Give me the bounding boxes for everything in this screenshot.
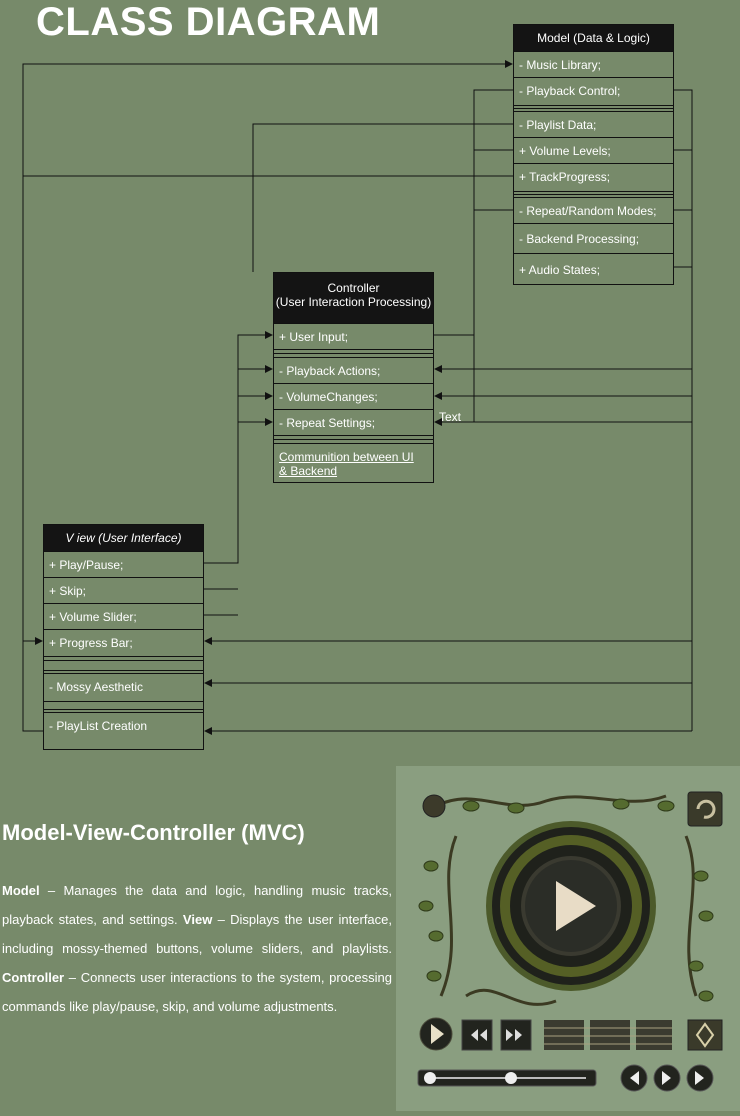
controller-row: - Playback Actions; <box>274 357 433 383</box>
model-term: Model <box>2 883 40 898</box>
controller-note-line1: Communition between UI <box>279 450 414 464</box>
model-description: – Manages the data and logic, handling m… <box>2 883 392 927</box>
separator <box>514 105 673 106</box>
fast-forward-icon <box>506 1029 522 1041</box>
separator <box>274 435 433 436</box>
play-icon <box>556 881 596 931</box>
view-row: + Progress Bar; <box>44 629 203 655</box>
next-icon <box>662 1071 671 1085</box>
model-row: + Audio States; <box>514 253 673 285</box>
controller-note-line2: & Backend <box>279 464 338 478</box>
player-artwork <box>417 791 723 1092</box>
view-term: View <box>182 912 213 927</box>
controller-note: Communition between UI & Backend <box>279 450 414 478</box>
separator <box>44 660 203 661</box>
controller-class: Controller (User Interaction Processing)… <box>273 272 434 483</box>
model-class-header: Model (Data & Logic) <box>514 25 673 51</box>
separator <box>274 349 433 350</box>
model-row: - Playlist Data; <box>514 111 673 137</box>
separator <box>44 670 203 671</box>
mvc-description: Model – Manages the data and logic, hand… <box>2 876 392 1021</box>
view-row: - Mossy Aesthetic <box>44 673 203 699</box>
separator <box>44 656 203 657</box>
separator <box>274 439 433 440</box>
mossy-player-illustration <box>396 766 740 1111</box>
moss-emblem-icon <box>422 794 446 818</box>
mvc-heading: Model-View-Controller (MVC) <box>2 820 305 845</box>
next-icon <box>695 1071 704 1085</box>
model-row: + TrackProgress; <box>514 163 673 189</box>
controller-row: - VolumeChanges; <box>274 383 433 409</box>
rewind-icon <box>471 1029 487 1041</box>
view-row: - PlayList Creation <box>44 712 203 738</box>
refresh-icon <box>687 791 723 827</box>
controller-row: - Repeat Settings; <box>274 409 433 435</box>
diagram-title: CLASS DIAGRAM <box>36 0 381 44</box>
model-row: + Volume Levels; <box>514 137 673 163</box>
view-class-header: V iew (User Interface) <box>44 525 203 551</box>
separator <box>44 709 203 710</box>
separator <box>514 108 673 109</box>
separator <box>514 191 673 192</box>
play-icon <box>431 1024 444 1044</box>
separator <box>44 701 203 702</box>
model-class: Model (Data & Logic) - Music Library; - … <box>513 24 674 285</box>
model-row: - Music Library; <box>514 51 673 77</box>
separator <box>274 353 433 354</box>
text-label: Text <box>439 410 462 424</box>
previous-icon <box>630 1071 639 1085</box>
view-description: – Displays the user interface, including… <box>2 912 393 956</box>
model-row: - Repeat/Random Modes; <box>514 197 673 223</box>
view-row: + Play/Pause; <box>44 551 203 577</box>
connector-lines <box>22 60 693 735</box>
controller-header-line2: (User Interaction Processing) <box>275 295 432 309</box>
controller-header-line1: Controller <box>327 281 380 295</box>
controller-row: + User Input; <box>274 323 433 349</box>
model-row: - Playback Control; <box>514 77 673 103</box>
controller-term: Controller <box>2 970 65 985</box>
controller-description: – Connects user interactions to the syst… <box>2 970 392 1014</box>
model-row: - Backend Processing; <box>514 223 673 253</box>
controller-class-header: Controller (User Interaction Processing) <box>274 273 433 323</box>
view-class: V iew (User Interface) + Play/Pause; + S… <box>43 524 204 750</box>
view-row: + Skip; <box>44 577 203 603</box>
view-row: + Volume Slider; <box>44 603 203 629</box>
separator <box>514 194 673 195</box>
separator <box>274 443 433 444</box>
